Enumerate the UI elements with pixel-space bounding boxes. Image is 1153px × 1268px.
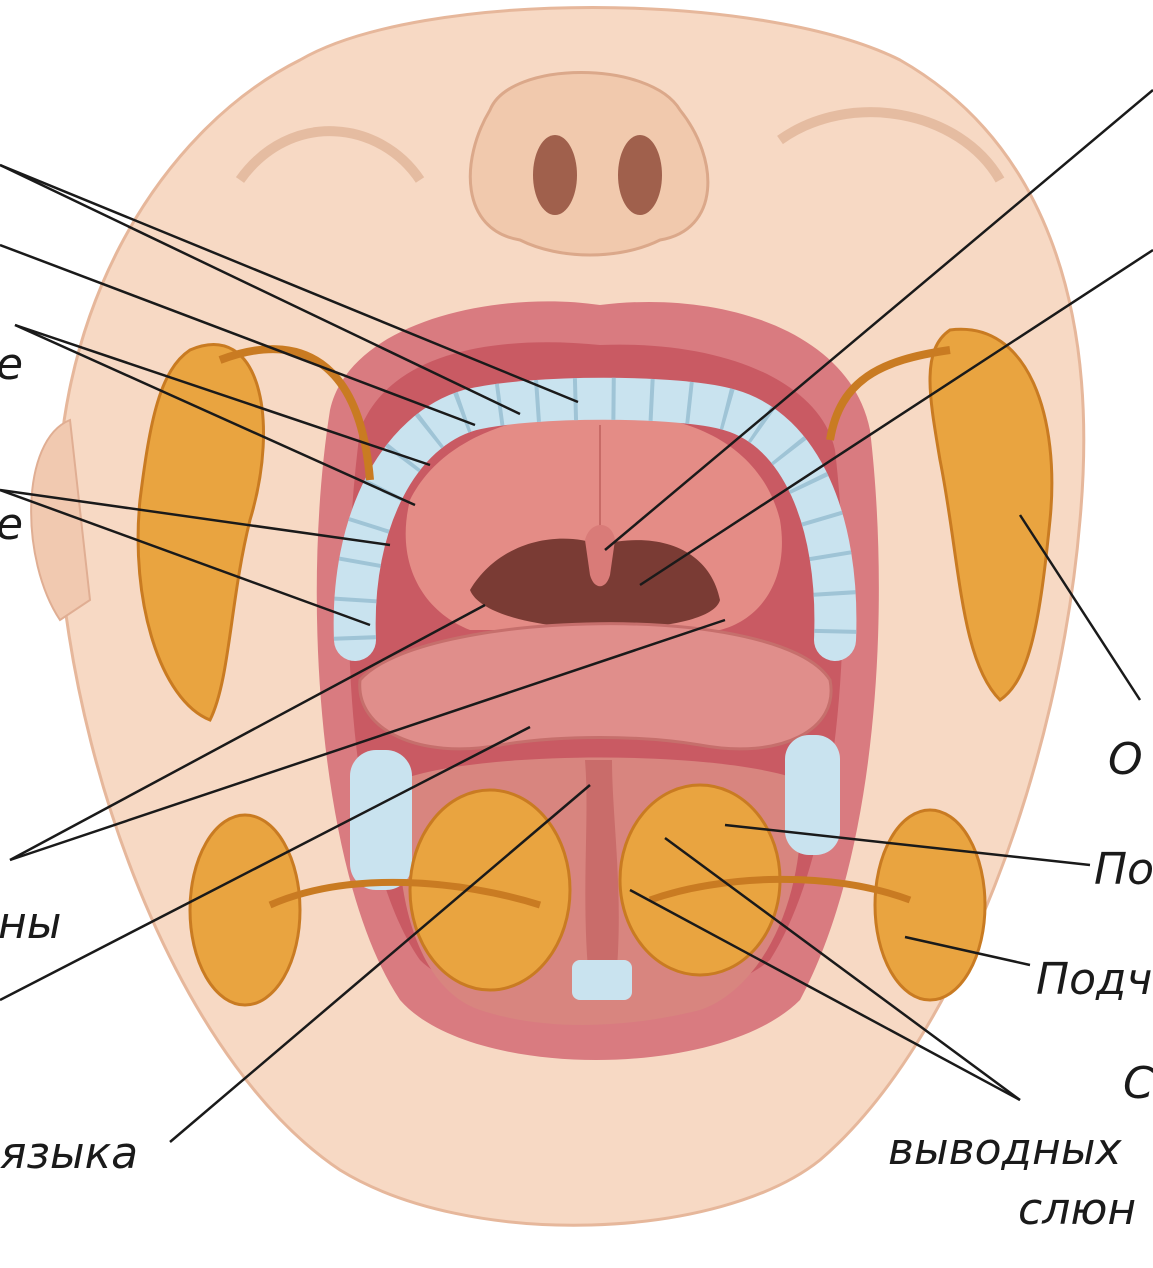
left-nostril bbox=[533, 135, 577, 215]
submandibular-gland-right bbox=[875, 810, 985, 1000]
label-vyvodnyh: выводных bbox=[888, 1128, 1122, 1172]
label-yazyka: языка bbox=[0, 1132, 138, 1176]
submandibular-gland-left bbox=[190, 815, 300, 1005]
label-slyun: слюн bbox=[1018, 1188, 1136, 1232]
lower-left-teeth bbox=[350, 750, 412, 890]
nose bbox=[470, 73, 708, 256]
label-e-upper: e bbox=[0, 343, 23, 387]
label-podch: Подч bbox=[1036, 958, 1152, 1002]
label-ny: ны bbox=[0, 902, 62, 946]
label-e-lower: e bbox=[0, 503, 23, 547]
label-po: По bbox=[1094, 848, 1153, 892]
label-c: С bbox=[1123, 1062, 1153, 1106]
right-nostril bbox=[618, 135, 662, 215]
label-o: О bbox=[1108, 738, 1143, 782]
lower-incisors bbox=[572, 960, 632, 1000]
